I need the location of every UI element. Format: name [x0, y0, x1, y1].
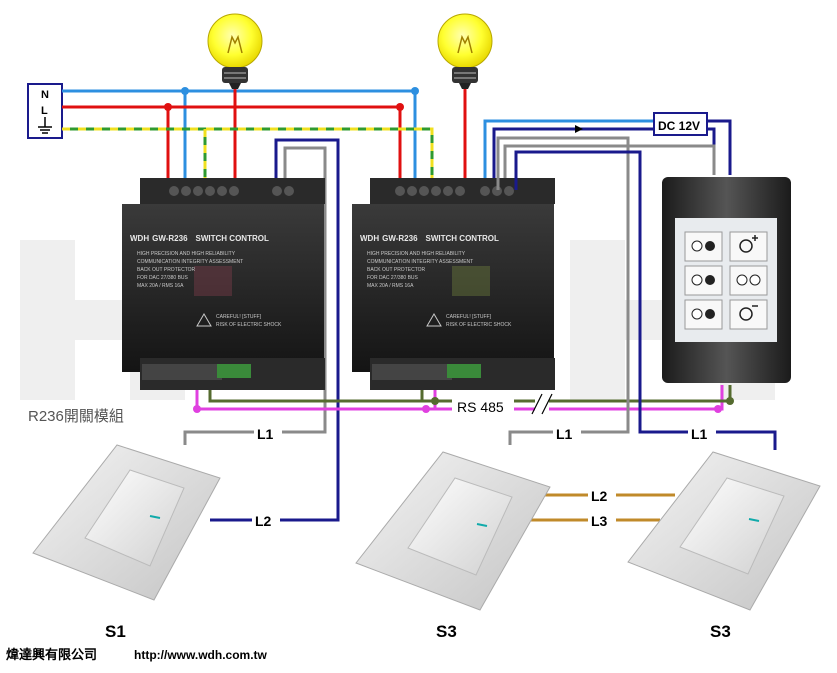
company-name: 煒達興有限公司 [6, 647, 97, 662]
wire-label-l2: L2 [591, 488, 608, 504]
module-title: SWITCH CONTROL [426, 234, 499, 243]
module-spec-line: HIGH PRECISION AND HIGH RELIABILITY [367, 251, 466, 257]
module-spec-line: COMMUNICATION INTEGRITY ASSESSMENT [367, 259, 473, 265]
wire-label-l1: L1 [691, 426, 708, 442]
bus-junctions [193, 397, 734, 413]
module-warning: RISK OF ELECTRIC SHOCK [216, 322, 282, 328]
wire-label-l1: L1 [556, 426, 573, 442]
power-supply-box: DC 12V [653, 112, 708, 136]
module-warning: CAREFUL! [STUFF] [216, 314, 262, 320]
module-model: GW-R236 [382, 234, 418, 243]
module-warning: RISK OF ELECTRIC SHOCK [446, 322, 512, 328]
wall-switch-s1 [32, 444, 221, 601]
module-caption: R236開關模組 [28, 408, 124, 425]
panel-buttons [684, 231, 768, 330]
module-spec-line: BACK OUT PROTECTOR [367, 267, 426, 273]
earth-icon [38, 117, 52, 134]
module-spec-line: HIGH PRECISION AND HIGH RELIABILITY [137, 251, 236, 257]
switch-label-s1: S1 [105, 622, 126, 641]
neutral-label: N [41, 89, 49, 101]
company-url: http://www.wdh.com.tw [134, 648, 268, 662]
module-model: GW-R236 [152, 234, 188, 243]
neutral-line [62, 85, 467, 190]
dimmer-icon [739, 235, 758, 321]
module-brand: WDH [360, 234, 379, 243]
wire-label-l1: L1 [257, 426, 274, 442]
module-spec-line: FOR DAC 27/380 BUS [137, 275, 189, 281]
module-warning: CAREFUL! [STUFF] [446, 314, 492, 320]
module-spec-line: COMMUNICATION INTEGRITY ASSESSMENT [137, 259, 243, 265]
module-spec-line: BACK OUT PROTECTOR [137, 267, 196, 273]
rs485-label: RS 485 [457, 399, 504, 415]
bulb-icon [691, 240, 761, 320]
wire-label-l3: L3 [591, 513, 608, 529]
live-junction [164, 103, 172, 111]
switch-label-s3: S3 [436, 622, 457, 641]
neutral-junction [411, 87, 419, 95]
wall-switch-s3-left [355, 451, 551, 611]
power-supply-label: DC 12V [658, 119, 700, 133]
dc-supply-wires [183, 119, 732, 522]
light-bulb-icon [437, 13, 493, 89]
warning-icon [196, 313, 212, 327]
warning-icon [426, 313, 442, 327]
light-bulb-icon [207, 13, 263, 89]
module-spec-line: MAX 20A / RMS 16A [137, 283, 184, 289]
power-source-panel: N L [27, 83, 63, 139]
touch-control-panel [662, 177, 791, 383]
live-label: L [41, 105, 48, 117]
live-line [62, 85, 467, 190]
module-spec-line: FOR DAC 27/380 BUS [367, 275, 419, 281]
wall-switch-s3-right [627, 451, 821, 611]
arrow-icon [575, 125, 583, 133]
neutral-junction [181, 87, 189, 95]
module-spec-line: MAX 20A / RMS 16A [367, 283, 414, 289]
wire-label-l2: L2 [255, 513, 272, 529]
switch-label-s3: S3 [710, 622, 731, 641]
module-title: SWITCH CONTROL [196, 234, 269, 243]
module-brand: WDH [130, 234, 149, 243]
live-junction [396, 103, 404, 111]
